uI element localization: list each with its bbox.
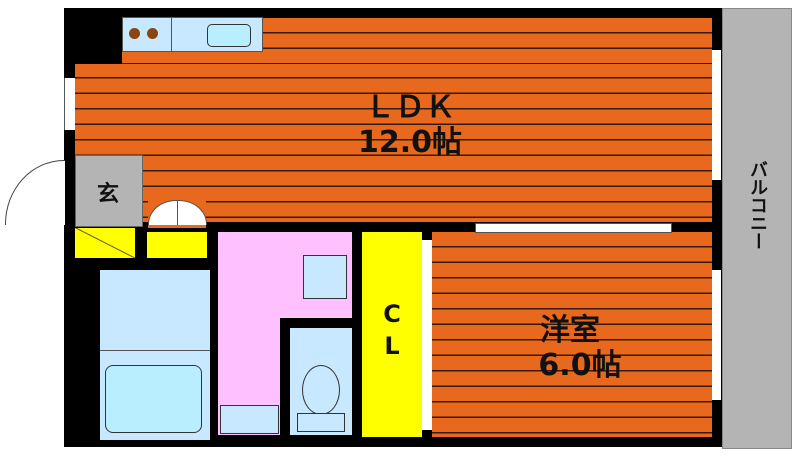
window [64,78,75,130]
shoe-box [75,228,135,258]
balcony-label: バルコニー [747,160,768,250]
stove-burner-icon [129,28,140,39]
washing-machine-icon [220,405,279,434]
balcony-window[interactable] [712,50,721,180]
sliding-door[interactable] [475,223,672,233]
storage-yellow [147,232,207,258]
western-room-floor [432,232,712,437]
entrance-door-icon[interactable] [5,160,65,225]
stove-burner-icon [147,28,158,39]
closet-label-c: C [383,300,401,328]
ldk-size: 12.0帖 [357,125,463,160]
western-room-label: 洋室 [540,313,600,348]
ldk-label: ＬＤＫ [365,90,455,125]
counter-divider [171,17,172,51]
toilet-tank [297,413,345,432]
entrance [75,155,143,227]
bath-divider [100,350,210,351]
toilet-icon [302,365,340,415]
western-room-size: 6.0帖 [538,348,622,383]
balcony [722,8,792,449]
closet-door[interactable] [422,240,432,430]
entrance-label: 玄 [96,182,119,207]
closet-label-l: L [384,332,400,360]
kitchen-sink-icon [207,24,251,47]
ldk-floor-lower [75,64,712,222]
wash-basin-icon [303,255,347,299]
balcony-window[interactable] [712,270,721,400]
closet [362,232,422,437]
double-door-icon[interactable] [148,198,207,228]
bathtub-icon [105,365,202,433]
